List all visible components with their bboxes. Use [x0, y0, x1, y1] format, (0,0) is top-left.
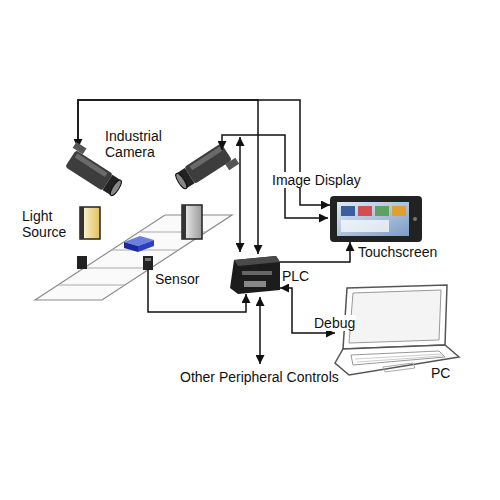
- icon-part: [80, 207, 100, 239]
- light-icon: [80, 207, 100, 239]
- connector-arrow: [148, 270, 246, 312]
- icon-part: [358, 206, 372, 216]
- node-label: PC: [431, 365, 461, 381]
- connector-arrow: [280, 242, 350, 262]
- plc-icon: [230, 254, 280, 294]
- icon-part: [355, 354, 443, 362]
- node-label: Sensor: [155, 271, 215, 287]
- belt-line: [58, 285, 125, 286]
- box-side: [138, 240, 154, 252]
- edge-label: Image Display: [271, 172, 362, 188]
- icon-part: [75, 153, 108, 177]
- icon-part: [413, 217, 417, 221]
- icon-part: [78, 256, 87, 269]
- connector-arrow: [78, 100, 330, 205]
- camera-body: [184, 143, 232, 184]
- icon-part: [244, 281, 266, 287]
- plc-node: PLC: [230, 254, 280, 294]
- light-source-symbol: [182, 205, 202, 239]
- connector-arrow: [78, 100, 258, 254]
- touchscreen-icon: [330, 196, 422, 242]
- sensor-symbol: [77, 256, 86, 269]
- icon-part: [343, 285, 447, 349]
- signal-wire: [259, 297, 261, 364]
- touchscreen-node: Touchscreen: [330, 196, 422, 242]
- box-side: [124, 242, 138, 252]
- camera-symbol: [173, 141, 239, 197]
- icon-part: [108, 179, 123, 197]
- sensor-node: Sensor: [143, 256, 153, 270]
- node-label: PLC: [282, 268, 322, 284]
- signal-wire: [239, 137, 241, 252]
- icon-part: [337, 202, 409, 236]
- icon-part: [383, 363, 415, 372]
- camera-glass: [174, 172, 189, 190]
- icon-part: [341, 220, 389, 232]
- icon-part: [145, 258, 151, 261]
- icon-part: [351, 351, 445, 365]
- icon-part: [80, 207, 84, 239]
- belt-line: [84, 268, 151, 269]
- lamp-panel: [182, 205, 202, 239]
- icon-part: [341, 206, 355, 216]
- edge-label: Debug: [313, 315, 356, 331]
- lamp-side: [182, 205, 186, 239]
- camera-stripe: [189, 147, 222, 171]
- node-label: Industrial Camera: [105, 128, 180, 160]
- icon-part: [392, 206, 406, 216]
- icon-part: [234, 256, 280, 266]
- icon-part: [143, 256, 153, 270]
- icon-part: [330, 196, 422, 242]
- node-label: Touchscreen: [358, 244, 468, 260]
- product-box: [124, 236, 154, 252]
- icon-part: [230, 256, 280, 294]
- part-label: Other Peripheral Controls: [180, 369, 339, 385]
- camera-node: Industrial Camera: [62, 148, 117, 198]
- icon-part: [242, 271, 272, 275]
- icon-part: [375, 206, 389, 216]
- node-label: Light Source: [22, 208, 77, 240]
- sensor-icon: [143, 256, 153, 270]
- belt-line: [112, 250, 179, 251]
- icon-part: [349, 290, 441, 343]
- light-source-node: Light Source: [80, 207, 100, 239]
